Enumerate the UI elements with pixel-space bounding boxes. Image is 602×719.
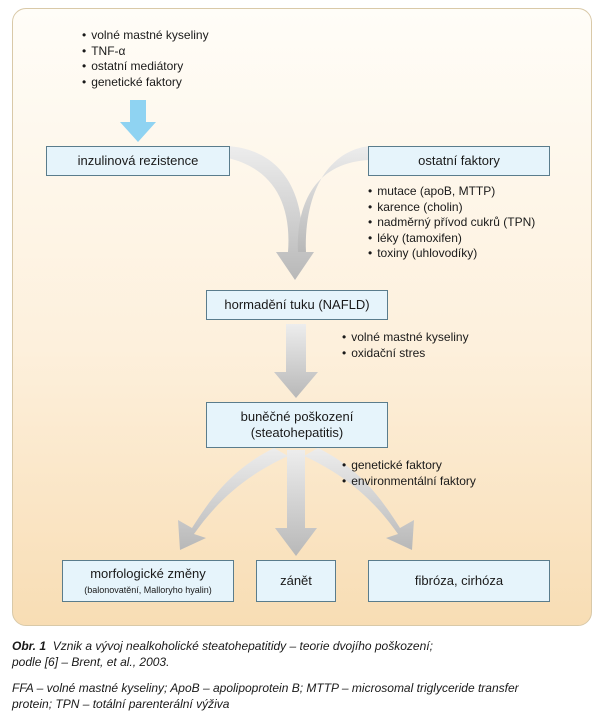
other-factors-list: mutace (apoB, MTTP) karence (cholin) nad… [368, 184, 535, 262]
list-item: oxidační stres [342, 346, 469, 362]
curved-arrow-right [297, 146, 370, 252]
list-item: nadměrný přívod cukrů (TPN) [368, 215, 535, 231]
box-label: ostatní faktory [418, 153, 500, 168]
box-label: zánět [280, 573, 312, 588]
list-item: mutace (apoB, MTTP) [368, 184, 535, 200]
list-item: TNF-α [82, 44, 209, 60]
fibrosis-box: fibróza, cirhóza [368, 560, 550, 602]
list-item: karence (cholin) [368, 200, 535, 216]
box-label-sub: (steatohepatitis) [250, 425, 344, 440]
box-label: inzulinová rezistence [77, 153, 199, 168]
abbrev-line-2: protein; TPN – totální parenterální výži… [12, 697, 230, 711]
other-factors-box: ostatní faktory [368, 146, 550, 176]
box-label: buněčné poškození [240, 409, 354, 424]
box-label: morfologické změny [90, 566, 206, 581]
cell-damage-box: buněčné poškození (steatohepatitis) [206, 402, 388, 448]
abbrev-line-1: FFA – volné mastné kyseliny; ApoB – apol… [12, 681, 519, 695]
box-label: fibróza, cirhóza [414, 573, 504, 588]
fat-accumulation-box: hormadění tuku (NAFLD) [206, 290, 388, 320]
list-item: environmentální faktory [342, 474, 476, 490]
list-item: toxiny (uhlovodíky) [368, 246, 535, 262]
list-item: genetické faktory [82, 75, 209, 91]
caption-text-2: podle [6] – Brent, et al., 2003. [12, 655, 170, 669]
box-label: hormadění tuku (NAFLD) [224, 297, 370, 312]
list-item: genetické faktory [342, 458, 476, 474]
list-item: ostatní mediátory [82, 59, 209, 75]
morphological-changes-box: morfologické změny (balonovatění, Mallor… [62, 560, 234, 602]
fan-arrow-center [275, 450, 317, 556]
damage-factors-list: genetické faktory environmentální faktor… [342, 458, 476, 489]
fan-arrow-left [178, 448, 288, 550]
insulin-resistance-box: inzulinová rezistence [46, 146, 230, 176]
caption-label: Obr. 1 [12, 639, 47, 653]
fat-factors-list: volné mastné kyseliny oxidační stres [342, 330, 469, 362]
list-item: volné mastné kyseliny [342, 330, 468, 346]
curved-arrow-left [228, 146, 314, 280]
fan-arrow-right [304, 448, 414, 550]
top-inputs-list: volné mastné kyseliny TNF-α ostatní medi… [82, 28, 209, 91]
blue-arrow [120, 100, 156, 142]
abbreviations: FFA – volné mastné kyseliny; ApoB – apol… [12, 680, 592, 712]
caption-text: Vznik a vývoj nealkoholické steatohepati… [52, 639, 433, 653]
figure-caption: Obr. 1 Vznik a vývoj nealkoholické steat… [12, 638, 592, 670]
list-item: léky (tamoxifen) [368, 231, 535, 247]
list-item: volné mastné kyseliny [82, 28, 208, 44]
box-label-sub: (balonovatění, Malloryho hyalin) [84, 585, 212, 595]
straight-arrow-mid [274, 324, 318, 398]
inflammation-box: zánět [256, 560, 336, 602]
